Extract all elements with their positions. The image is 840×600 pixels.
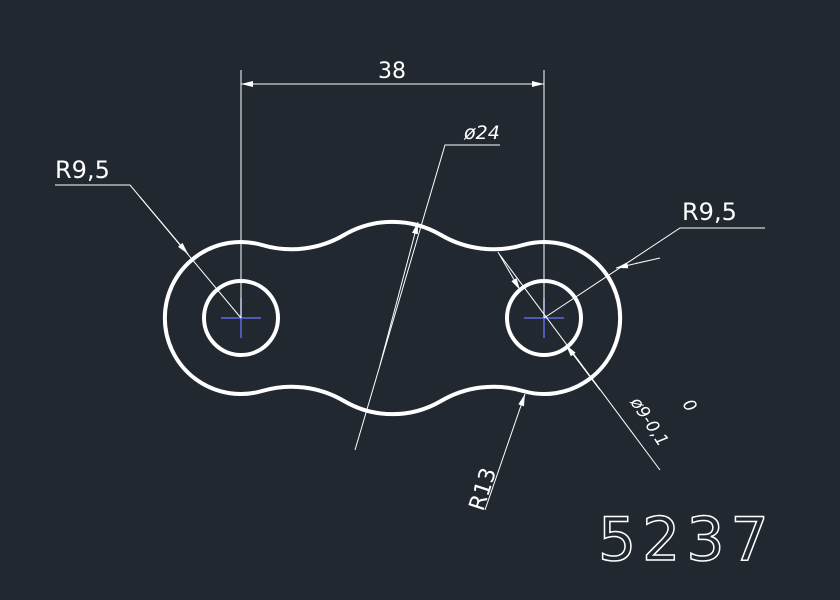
dim-hole-tolerance: 0	[678, 396, 701, 416]
dim-diameter-24: ø24	[463, 122, 500, 144]
dim-38: 38	[378, 59, 406, 84]
dim-concave-radius: R13	[465, 465, 502, 514]
dim-hole-diameter: ø9-0,1	[625, 393, 672, 450]
part-outline	[162, 219, 623, 417]
dim-right-radius: R9,5	[682, 198, 737, 226]
dimension-lines	[55, 70, 765, 511]
drawing-number: 5237	[598, 505, 775, 575]
dim-left-radius: R9,5	[55, 156, 110, 184]
